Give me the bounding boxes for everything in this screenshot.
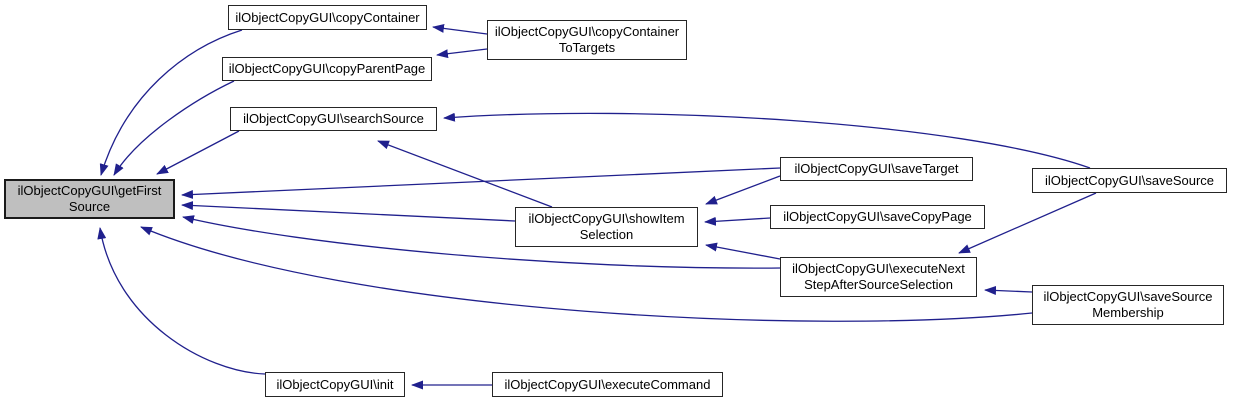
edge-saveCopyPage-showItemSelection: [704, 216, 771, 226]
edge-showItemSelection-getFirstSource: [181, 201, 516, 222]
edge-saveSourceMembership-executeNext: [984, 285, 1033, 295]
graph-node-saveSourceMembership[interactable]: ilObjectCopyGUI\saveSource Membership: [1032, 285, 1224, 325]
graph-node-label: ilObjectCopyGUI\saveSource Membership: [1043, 289, 1213, 320]
edge-saveTarget-getFirstSource: [181, 167, 781, 199]
edge-copyContainerToTargets-copyParentPage: [436, 48, 488, 59]
edge-searchSource-getFirstSource: [156, 130, 240, 175]
graph-node-label: ilObjectCopyGUI\saveCopyPage: [783, 209, 972, 224]
graph-node-label: ilObjectCopyGUI\copyParentPage: [228, 61, 426, 76]
edge-copyContainer-getFirstSource: [99, 29, 243, 176]
edge-showItemSelection-searchSource: [377, 140, 553, 208]
graph-node-label: ilObjectCopyGUI\searchSource: [243, 111, 424, 126]
graph-node-executeNextStepAfterSourceSelection[interactable]: ilObjectCopyGUI\executeNext StepAfterSou…: [780, 257, 977, 297]
edge-saveSourceMembership-getFirstSource: [140, 226, 1033, 322]
graph-node-label: ilObjectCopyGUI\saveSource: [1044, 172, 1215, 188]
graph-node-copyContainerToTargets[interactable]: ilObjectCopyGUI\copyContainer ToTargets: [487, 20, 687, 60]
graph-node-executeCommand[interactable]: ilObjectCopyGUI\executeCommand: [492, 372, 723, 397]
graph-node-saveCopyPage[interactable]: ilObjectCopyGUI\saveCopyPage: [770, 205, 985, 229]
graph-node-init[interactable]: ilObjectCopyGUI\init: [265, 372, 405, 397]
graph-node-label: ilObjectCopyGUI\showItem Selection: [528, 211, 685, 242]
graph-node-label: ilObjectCopyGUI\init: [276, 376, 394, 392]
graph-node-label: ilObjectCopyGUI\getFirst Source: [17, 183, 162, 214]
graph-node-showItemSelection[interactable]: ilObjectCopyGUI\showItem Selection: [515, 207, 698, 247]
graph-node-label: ilObjectCopyGUI\saveTarget: [794, 161, 959, 176]
edge-saveSource-searchSource: [443, 112, 1091, 169]
edge-saveTarget-showItemSelection: [705, 175, 781, 205]
graph-node-label: ilObjectCopyGUI\copyContainer ToTargets: [494, 24, 680, 55]
edge-copyParentPage-getFirstSource: [113, 80, 235, 176]
graph-node-label: ilObjectCopyGUI\executeCommand: [504, 376, 711, 392]
graph-node-copyParentPage[interactable]: ilObjectCopyGUI\copyParentPage: [222, 57, 432, 81]
edge-saveSource-executeNext: [958, 192, 1097, 254]
graph-node-label: ilObjectCopyGUI\executeNext StepAfterSou…: [792, 261, 965, 292]
graph-node-saveTarget[interactable]: ilObjectCopyGUI\saveTarget: [780, 157, 973, 181]
graph-node-label: ilObjectCopyGUI\copyContainer: [235, 9, 420, 25]
edge-executeNext-getFirstSource: [182, 215, 781, 269]
graph-node-saveSource[interactable]: ilObjectCopyGUI\saveSource: [1032, 168, 1227, 193]
graph-node-copyContainer[interactable]: ilObjectCopyGUI\copyContainer: [228, 5, 427, 30]
edge-executeNext-showItemSelection: [705, 242, 781, 260]
edge-copyContainerToTargets-copyContainer: [432, 23, 488, 35]
graph-node-searchSource[interactable]: ilObjectCopyGUI\searchSource: [230, 107, 437, 131]
graph-node-getFirstSource: ilObjectCopyGUI\getFirst Source: [4, 179, 175, 219]
edge-init-getFirstSource: [97, 227, 266, 375]
